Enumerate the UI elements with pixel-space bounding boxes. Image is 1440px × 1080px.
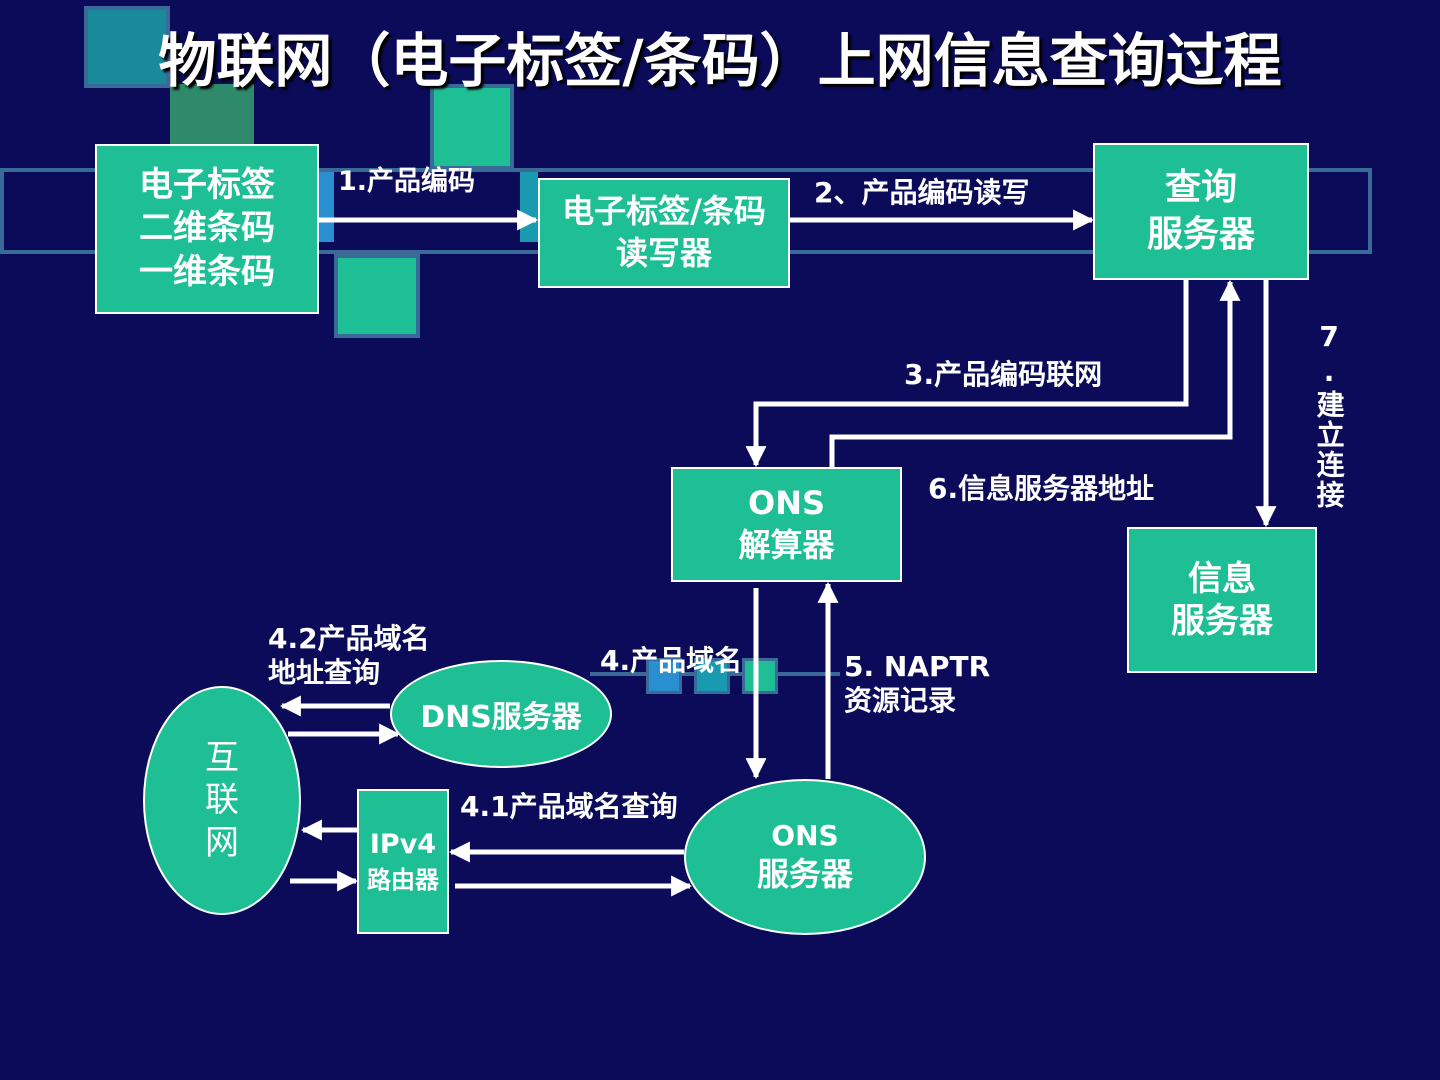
node-label: 读写器 bbox=[615, 234, 712, 272]
node-label: IPv4 bbox=[369, 829, 437, 861]
node-label: 联 bbox=[205, 780, 239, 821]
decorative-square bbox=[430, 84, 514, 170]
node-label: 互 bbox=[205, 737, 239, 778]
edge-label-4-1: 4.1产品域名查询 bbox=[460, 790, 678, 823]
edge-label-line: 资源记录 bbox=[844, 683, 957, 717]
edge-label-5: 5. NAPTR 资源记录 bbox=[844, 650, 990, 717]
edge-label-4: 4.产品域名 bbox=[600, 644, 743, 677]
query-server-node: 查询 服务器 bbox=[1093, 143, 1309, 280]
decorative-square bbox=[318, 172, 334, 242]
node-label: 路由器 bbox=[367, 865, 439, 894]
decorative-square bbox=[742, 658, 778, 694]
edge-label-line: 5. NAPTR bbox=[844, 650, 991, 683]
dns-server-node: DNS服务器 bbox=[390, 660, 612, 768]
node-label: 服务器 bbox=[1171, 601, 1273, 641]
tag-node: 电子标签 二维条码 一维条码 bbox=[95, 144, 319, 314]
decorative-square bbox=[84, 6, 170, 88]
reader-node: 电子标签/条码 读写器 bbox=[538, 178, 790, 288]
edge-label-7: 7.建立连接 bbox=[1312, 320, 1346, 510]
edge-label-3: 3.产品编码联网 bbox=[904, 358, 1103, 391]
info-server-node: 信息 服务器 bbox=[1127, 527, 1317, 673]
edge-label-4-2: 4.2产品域名 地址查询 bbox=[268, 622, 430, 689]
ons-resolver-node: ONS 解算器 bbox=[671, 467, 902, 582]
node-label: 服务器 bbox=[756, 855, 853, 894]
decorative-square bbox=[694, 658, 730, 694]
edge-label-1: 1.产品编码 bbox=[338, 166, 476, 197]
node-label: 解算器 bbox=[738, 525, 835, 564]
node-label: 电子标签/条码 bbox=[562, 192, 766, 231]
arrow-resolver-to-query bbox=[829, 279, 1241, 467]
node-label: ONS bbox=[771, 819, 839, 852]
node-label: DNS服务器 bbox=[420, 700, 582, 735]
decorative-square bbox=[646, 658, 682, 694]
node-label: 网 bbox=[205, 822, 239, 863]
router-node: IPv4 路由器 bbox=[357, 789, 449, 934]
node-label: ONS bbox=[747, 483, 826, 522]
node-label: 查询 bbox=[1164, 166, 1237, 208]
node-label: 信息 bbox=[1188, 558, 1256, 599]
edge-label-line: 地址查询 bbox=[268, 655, 381, 689]
node-label: 一维条码 bbox=[139, 251, 275, 292]
edge-label-6: 6.信息服务器地址 bbox=[928, 472, 1155, 505]
page-title: 物联网（电子标签/条码）上网信息查询过程 bbox=[158, 27, 1282, 95]
node-label: 电子标签 bbox=[139, 164, 275, 205]
internet-node: 互 联 网 bbox=[143, 686, 301, 915]
arrow-query-to-resolver bbox=[745, 280, 1189, 468]
edge-label-line: 4.2产品域名 bbox=[268, 622, 430, 655]
node-label: 服务器 bbox=[1146, 213, 1255, 255]
edge-label-2: 2、产品编码读写 bbox=[814, 176, 1030, 209]
decorative-square bbox=[334, 254, 420, 338]
node-label: 二维条码 bbox=[139, 208, 275, 249]
ons-server-node: ONS 服务器 bbox=[684, 779, 926, 935]
